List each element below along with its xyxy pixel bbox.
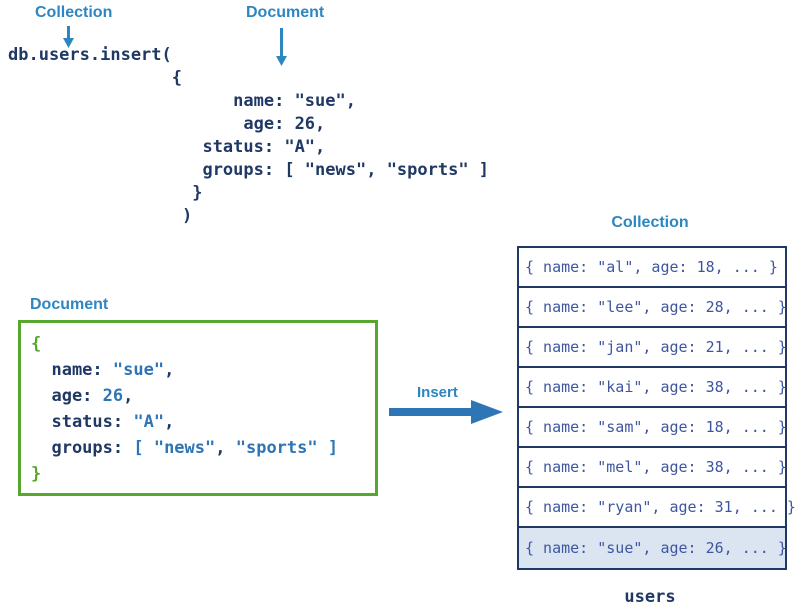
document-row-text: { name: "mel", age: 38, ... } xyxy=(525,458,787,476)
collection-document-row: { name: "sam", age: 18, ... } xyxy=(519,408,787,448)
collection-table: { name: "al", age: 18, ... } { name: "le… xyxy=(517,246,796,570)
insert-statement-code: db.users.insert( { name: "sue", age: 26,… xyxy=(8,45,490,226)
collection-document-row: { name: "mel", age: 38, ... } xyxy=(519,448,787,488)
insert-label: Insert xyxy=(417,384,458,401)
down-arrow-icon xyxy=(276,28,287,66)
document-code-line: } xyxy=(31,464,42,484)
document-code-line: { xyxy=(31,334,42,354)
document-code-line: name: "sue", xyxy=(31,360,175,380)
document-code-line: status: "A", xyxy=(31,412,175,432)
collection-document-row: { name: "ryan", age: 31, ... } xyxy=(519,488,796,528)
document-row-text: { name: "sam", age: 18, ... } xyxy=(525,418,787,436)
document-box: { name: "sue", age: 26, status: "A", gro… xyxy=(18,320,378,496)
document-row-text: { name: "al", age: 18, ... } xyxy=(525,258,778,276)
collection-document-row: { name: "jan", age: 21, ... } xyxy=(519,328,787,368)
document-code-line: age: 26, xyxy=(31,386,134,406)
document-row-text: { name: "lee", age: 28, ... } xyxy=(525,298,787,316)
document-row-text: { name: "jan", age: 21, ... } xyxy=(525,338,787,356)
collection-document-row: { name: "lee", age: 28, ... } xyxy=(519,288,787,328)
down-arrow-icon xyxy=(63,26,74,48)
collection-document-row: { name: "al", age: 18, ... } xyxy=(519,248,785,288)
insert-arrow-icon xyxy=(389,400,503,424)
collection-label-table: Collection xyxy=(611,214,689,231)
document-row-text: { name: "sue", age: 26, ... } xyxy=(525,539,787,557)
document-code-line: groups: [ "news", "sports" ] xyxy=(31,438,339,458)
document-label-box: Document xyxy=(30,296,109,313)
collection-document-row: { name: "sue", age: 26, ... } xyxy=(519,528,787,568)
collection-label-top: Collection xyxy=(35,4,113,21)
document-row-text: { name: "ryan", age: 31, ... } xyxy=(525,498,796,516)
users-collection-caption: users xyxy=(624,587,676,607)
collection-document-row: { name: "kai", age: 38, ... } xyxy=(519,368,787,408)
document-row-text: { name: "kai", age: 38, ... } xyxy=(525,378,787,396)
document-label-top: Document xyxy=(246,4,325,21)
